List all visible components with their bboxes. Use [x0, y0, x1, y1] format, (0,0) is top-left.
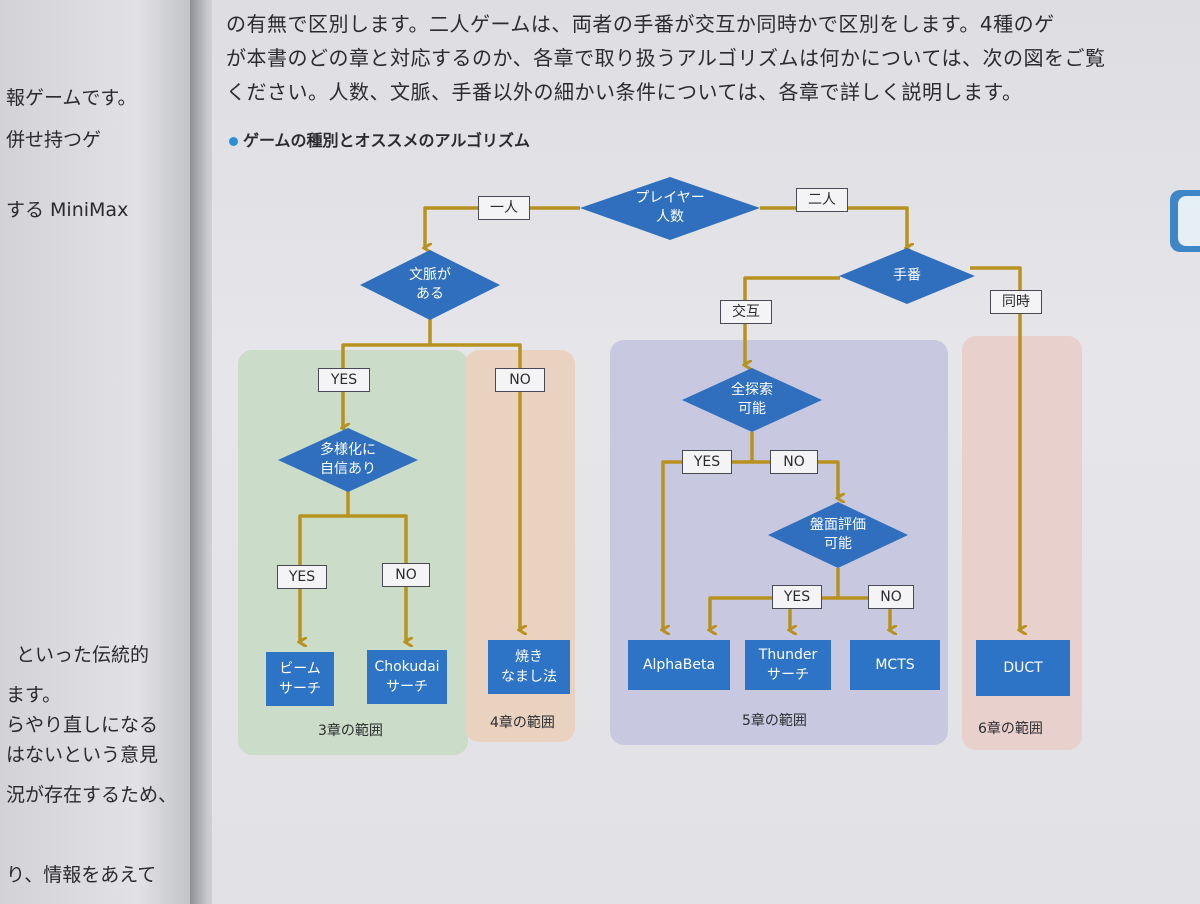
algo-chokudai-search-line1: Chokudai	[374, 659, 440, 675]
diamond-context	[360, 250, 500, 320]
edge-two-player	[760, 206, 907, 248]
algo-beam-search-line2: サーチ	[279, 681, 321, 697]
chapter6-label: 6章の範囲	[978, 721, 1043, 737]
diamond-board-eval	[768, 502, 908, 568]
chapter3-label: 3章の範囲	[318, 723, 383, 739]
tag-full-search-yes: YES	[682, 450, 732, 474]
full-search-decision: 全探索 可能	[731, 381, 773, 419]
tag-alternate: 交互	[720, 300, 772, 324]
edge-diversify-no	[348, 514, 406, 642]
tag-diversify-yes: YES	[277, 565, 327, 589]
body-line-3: ください。人数、文脈、手番以外の細かい条件については、各章で詳しく説明します。	[226, 80, 1023, 104]
chapter4-label: 4章の範囲	[490, 715, 555, 731]
board-eval-decision: 盤面評価 可能	[810, 516, 866, 554]
left-text-9: り、情報をあえて	[6, 864, 157, 886]
tag-board-eval-no: NO	[868, 585, 914, 609]
board-eval-decision-line2: 可能	[824, 536, 852, 552]
full-search-decision-line1: 全探索	[731, 382, 773, 398]
left-text-7: はないという意見	[6, 744, 159, 766]
body-line-2: が本書のどの章と対応するのか、各章で取り扱うアルゴリズムは何かについては、次の図…	[226, 46, 1106, 70]
players-decision: プレイヤー 人数	[635, 189, 705, 227]
algo-thunder-search: Thunder サーチ	[745, 640, 831, 690]
algo-thunder-search-line2: サーチ	[767, 667, 809, 683]
diversify-decision-line2: 自信あり	[320, 461, 376, 477]
diversify-decision: 多様化に 自信あり	[320, 441, 376, 479]
algo-mcts-line1: MCTS	[875, 657, 915, 673]
left-text-5: ます。	[6, 684, 62, 706]
full-search-decision-line2: 可能	[738, 401, 766, 417]
algo-beam-search-line1: ビーム	[279, 661, 321, 677]
diamond-turn	[839, 248, 975, 304]
chapter5-label: 5章の範囲	[742, 713, 807, 729]
algo-duct-line1: DUCT	[1003, 660, 1043, 676]
algo-alphabeta-line1: AlphaBeta	[642, 657, 716, 673]
caption-bullet-icon	[229, 137, 238, 146]
tag-one-player: 一人	[478, 196, 530, 220]
algo-alphabeta: AlphaBeta	[628, 640, 730, 690]
algo-chokudai-search: Chokudai サーチ	[367, 650, 447, 704]
tag-simultaneous: 同時	[990, 290, 1042, 314]
players-decision-line2: 人数	[656, 209, 684, 225]
edge-context-no	[430, 343, 520, 630]
algo-annealing: 焼き なまし法	[488, 640, 570, 694]
diamond-full-search	[682, 368, 822, 432]
algo-annealing-line1: 焼き	[515, 649, 543, 665]
figure-caption: ゲームの種別とオススメのアルゴリズム	[243, 131, 531, 150]
left-text-4: といった伝統的	[16, 644, 150, 666]
tag-context-no: NO	[495, 368, 545, 392]
players-decision-line1: プレイヤー	[635, 190, 705, 206]
tag-context-yes: YES	[318, 368, 370, 392]
diamond-diversify	[278, 428, 418, 492]
algo-mcts: MCTS	[850, 640, 940, 690]
turn-decision: 手番	[893, 267, 921, 286]
left-text-1: 報ゲームです。	[6, 87, 137, 109]
tag-board-eval-yes: YES	[772, 585, 822, 609]
diamond-players	[580, 177, 760, 240]
turn-decision-line1: 手番	[893, 267, 921, 284]
edge-simultaneous	[970, 266, 1020, 630]
context-decision-line1: 文脈が	[409, 267, 451, 283]
chapter-tab	[1170, 190, 1200, 252]
algo-duct: DUCT	[976, 640, 1070, 696]
tag-diversify-no: NO	[382, 563, 430, 587]
algo-annealing-line2: なまし法	[501, 669, 557, 685]
context-decision-line2: ある	[416, 286, 444, 302]
diversify-decision-line1: 多様化に	[320, 442, 376, 458]
algo-chokudai-search-line2: サーチ	[386, 679, 428, 695]
left-text-2: 併せ持つゲ	[6, 129, 102, 151]
left-text-6: らやり直しになる	[6, 714, 159, 736]
left-text-3: する MiniMax	[6, 199, 129, 221]
context-decision: 文脈が ある	[409, 266, 451, 304]
edge-alternate	[745, 276, 840, 365]
left-page: 報ゲームです。 併せ持つゲ する MiniMax といった伝統的 ます。 らやり…	[0, 0, 196, 904]
body-line-1: の有無で区別します。二人ゲームは、両者の手番が交互か同時かで区別をします。4種の…	[226, 12, 1055, 36]
algo-beam-search: ビーム サーチ	[266, 652, 334, 706]
tag-full-search-no: NO	[770, 450, 818, 474]
tag-two-player: 二人	[796, 188, 848, 212]
board-eval-decision-line1: 盤面評価	[810, 517, 866, 533]
left-text-8: 況が存在するため、	[6, 784, 178, 806]
algo-thunder-search-line1: Thunder	[758, 647, 818, 663]
